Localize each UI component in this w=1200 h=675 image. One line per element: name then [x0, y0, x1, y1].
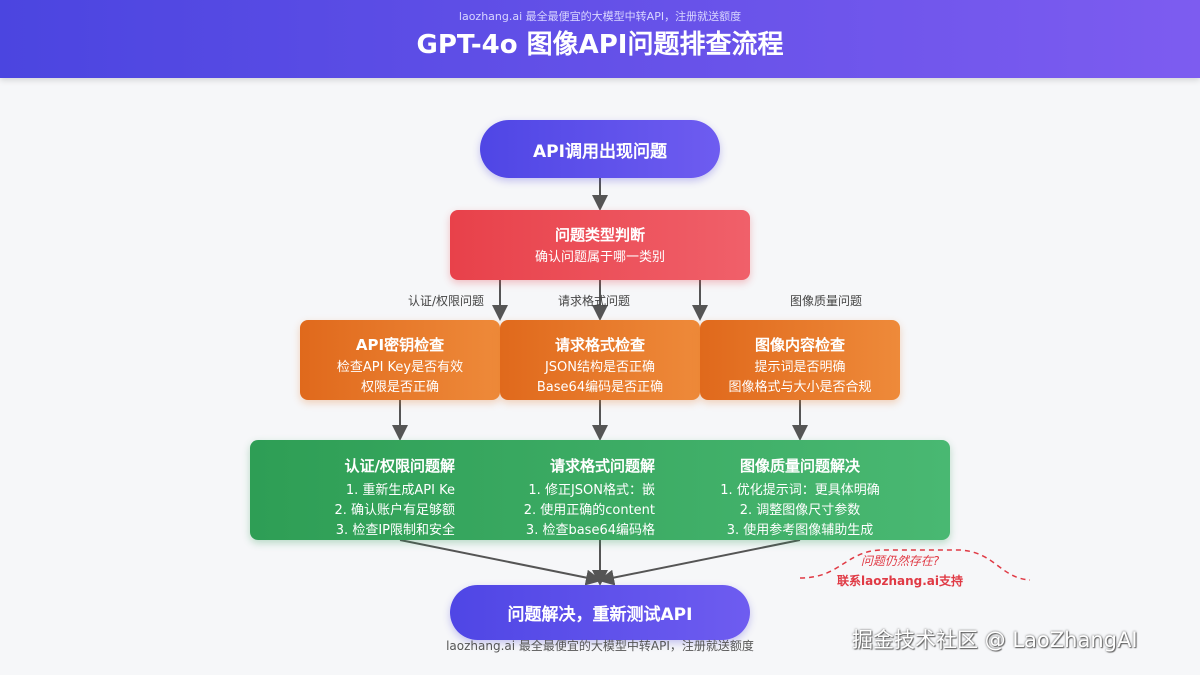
end-node: 问题解决，重新测试API [450, 585, 750, 640]
solution-title: 请求格式问题解 [549, 457, 655, 475]
check-line: 权限是否正确 [360, 380, 439, 395]
solution-line: 2. 调整图像尺寸参数 [739, 503, 861, 518]
watermark: 掘金技术社区 @ LaoZhangAI [852, 628, 1138, 652]
solution-line: 1. 重新生成API Ke [345, 483, 455, 498]
check-line: 检查API Key是否有效 [336, 360, 464, 375]
check-line: Base64编码是否正确 [536, 380, 664, 395]
solution-line: 3. 检查base64编码格 [525, 523, 655, 538]
solution-node: 认证/权限问题解 1. 重新生成API Ke 2. 确认账户有足够额 3. 检查… [250, 440, 455, 540]
solution-node: 请求格式问题解 1. 修正JSON格式：嵌 2. 使用正确的content 3.… [455, 440, 655, 540]
check-title: 请求格式检查 [554, 336, 645, 354]
check-node: 图像内容检查 提示词是否明确 图像格式与大小是否合规 [700, 320, 900, 400]
check-line: 图像格式与大小是否合规 [728, 380, 872, 395]
solution-title: 图像质量问题解决 [739, 457, 860, 475]
decision-node: 问题类型判断 确认问题属于哪一类别 [450, 210, 750, 280]
arrow-solution-3 [598, 539, 801, 586]
check-node: 请求格式检查 JSON结构是否正确 Base64编码是否正确 [500, 320, 700, 400]
check-line: 提示词是否明确 [754, 360, 846, 375]
branch-label: 图像质量问题 [790, 294, 863, 308]
solution-line: 1. 修正JSON格式：嵌 [528, 483, 655, 498]
page-title: GPT-4o 图像API问题排查流程 [416, 30, 784, 60]
support-link[interactable]: 联系laozhang.ai支持 [837, 574, 963, 588]
solution-line: 1. 优化提示词：更具体明确 [720, 483, 880, 498]
solution-node: 图像质量问题解决 1. 优化提示词：更具体明确 2. 调整图像尺寸参数 3. 使… [700, 440, 900, 540]
support-question: 问题仍然存在? [860, 554, 940, 568]
header-subtitle: laozhang.ai 最全最便宜的大模型中转API，注册就送额度 [458, 10, 742, 23]
arrow-solution-1 [399, 539, 602, 586]
check-line: JSON结构是否正确 [544, 360, 656, 375]
solutions-panel: 认证/权限问题解 1. 重新生成API Ke 2. 确认账户有足够额 3. 检查… [250, 440, 950, 540]
check-node: API密钥检查 检查API Key是否有效 权限是否正确 [300, 320, 500, 400]
check-title: API密钥检查 [355, 336, 445, 354]
support-dashed-curve [799, 549, 1031, 581]
header: laozhang.ai 最全最便宜的大模型中转API，注册就送额度 GPT-4o… [0, 0, 1200, 78]
solution-line: 2. 使用正确的content [523, 503, 655, 518]
check-title: 图像内容检查 [754, 336, 845, 354]
decision-subtitle: 确认问题属于哪一类别 [534, 250, 665, 265]
branch-label: 认证/权限问题 [408, 294, 485, 308]
start-node: API调用出现问题 [480, 120, 720, 178]
solution-line: 3. 使用参考图像辅助生成 [726, 523, 874, 538]
decision-title: 问题类型判断 [554, 226, 645, 244]
solution-line: 3. 检查IP限制和安全 [335, 523, 455, 538]
solution-line: 2. 确认账户有足够额 [334, 503, 455, 518]
branch-label: 请求格式问题 [558, 294, 631, 308]
footer-text: laozhang.ai 最全最便宜的大模型中转API，注册就送额度 [446, 639, 754, 653]
solution-title: 认证/权限问题解 [344, 457, 455, 475]
